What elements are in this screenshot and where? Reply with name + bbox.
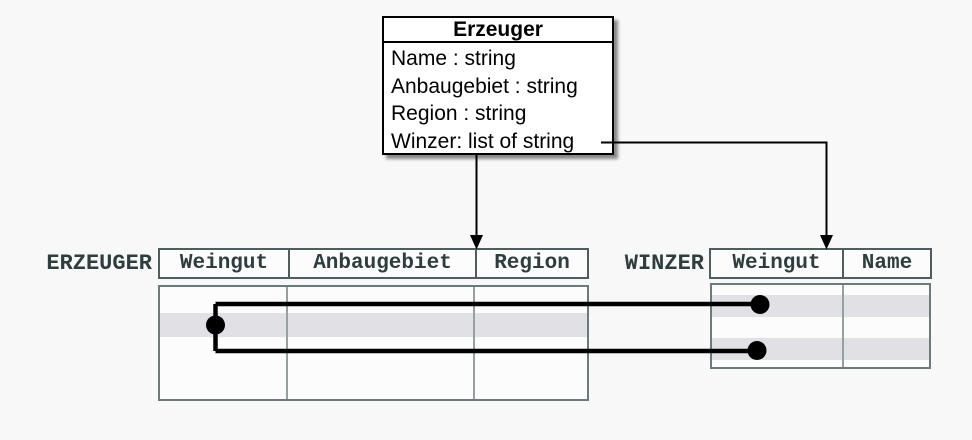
highlighted-row xyxy=(160,313,587,337)
column-header-region: Region xyxy=(475,250,587,277)
arrow-shaft xyxy=(601,141,828,236)
column-header-weingut: Weingut xyxy=(732,252,821,275)
winzer-table-body xyxy=(710,283,931,369)
arrow-to-winzer-table xyxy=(601,141,833,250)
erzeuger-table-label: ERZEUGER xyxy=(46,251,152,276)
highlighted-row xyxy=(712,338,929,360)
class-attribute-name: Name : string xyxy=(391,47,516,70)
class-attribute-winzer: Winzer: list of string xyxy=(391,129,575,153)
highlighted-row xyxy=(712,295,929,317)
class-attribute-anbaugebiet: Anbaugebiet : string xyxy=(391,74,578,98)
class-title: Erzeuger xyxy=(384,18,612,43)
arrow-to-erzeuger-table xyxy=(470,154,483,250)
erzeuger-table-body xyxy=(158,285,589,401)
winzer-table-header: Weingut Name xyxy=(709,248,932,279)
winzer-table-label: WINZER xyxy=(624,251,704,276)
column-divider xyxy=(473,287,475,399)
class-attribute-region: Region : string xyxy=(391,102,527,125)
class-attribute-list: Name : string Anbaugebiet : string Regio… xyxy=(384,43,612,155)
erzeuger-table-header: Weingut Anbaugebiet Region xyxy=(158,248,589,279)
column-header-weingut: Weingut xyxy=(179,252,269,275)
column-divider xyxy=(286,287,288,399)
uml-class-box: Erzeuger Name : string Anbaugebiet : str… xyxy=(382,16,614,155)
column-header-name: Name xyxy=(842,250,930,277)
column-divider xyxy=(842,285,844,367)
column-header-anbaugebiet: Anbaugebiet xyxy=(288,250,475,277)
